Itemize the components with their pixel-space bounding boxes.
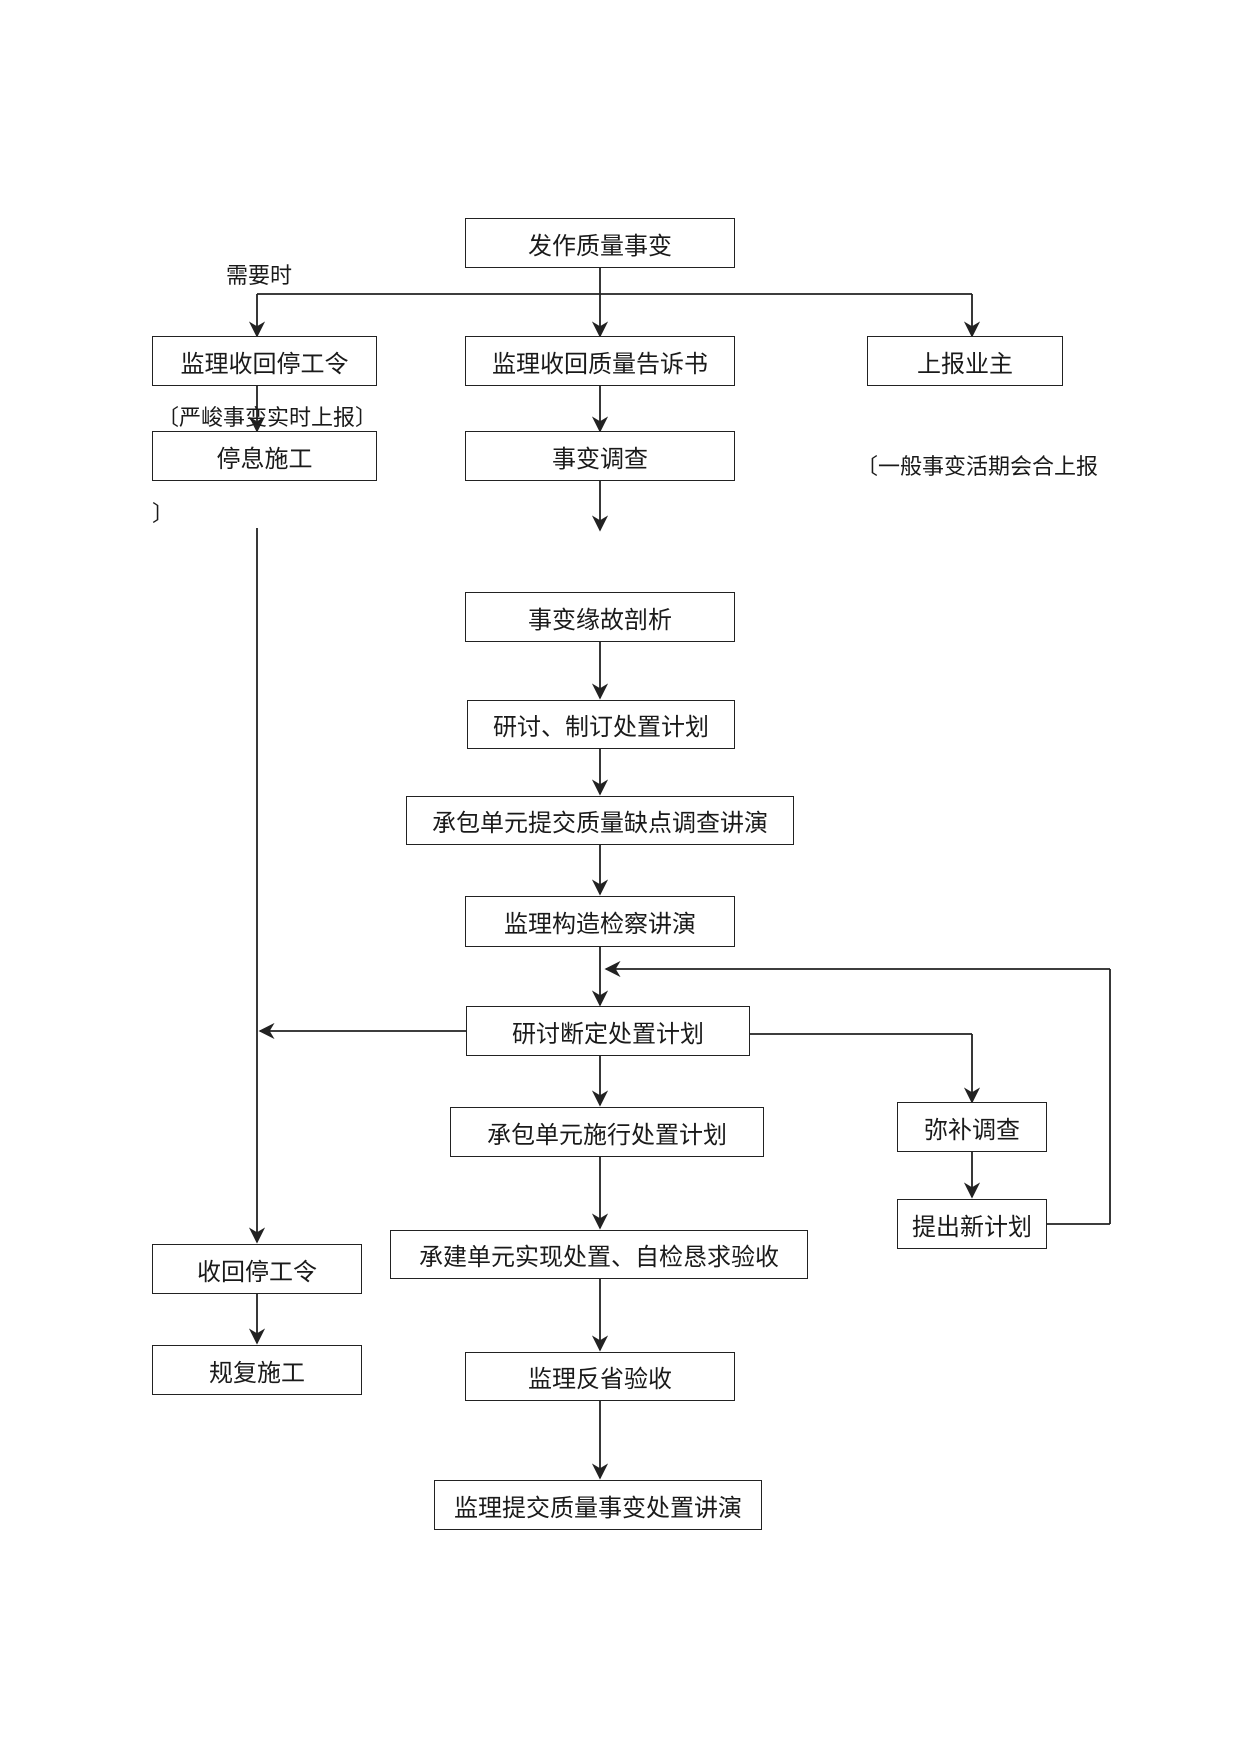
node-quality-notice: 监理收回质量告诉书 [465,336,735,386]
node-contractor-finish: 承建单元实现处置、自检恳求验收 [390,1230,808,1279]
node-supervision-report: 监理构造检察讲演 [465,896,735,947]
node-stop-order: 监理收回停工令 [152,336,377,386]
node-contractor-execute: 承包单元施行处置计划 [450,1107,764,1157]
node-withdraw-stop-order: 收回停工令 [152,1244,362,1294]
note-when-needed: 需要时 [226,264,293,289]
node-decide-plan: 研讨断定处置计划 [466,1006,750,1056]
node-stop-work: 停息施工 [152,431,377,481]
node-new-plan: 提出新计划 [897,1199,1047,1249]
node-contractor-report: 承包单元提交质量缺点调查讲演 [406,796,794,845]
note-bracket-close: 〕 [152,502,175,527]
node-quality-event: 发作质量事变 [465,218,735,268]
note-general-report: 〔一般事变活期会合上报 [856,455,1099,480]
node-discuss-plan: 研讨、制订处置计划 [467,700,735,749]
node-resume-work: 规复施工 [152,1345,362,1395]
node-report-owner: 上报业主 [867,336,1063,386]
node-event-investigation: 事变调查 [465,431,735,481]
node-final-report: 监理提交质量事变处置讲演 [434,1480,762,1530]
note-serious-report: 〔严峻事变实时上报〕 [157,406,378,431]
node-supervision-acceptance: 监理反省验收 [465,1352,735,1401]
node-supplement-investigation: 弥补调查 [897,1102,1047,1152]
node-cause-analysis: 事变缘故剖析 [465,592,735,642]
